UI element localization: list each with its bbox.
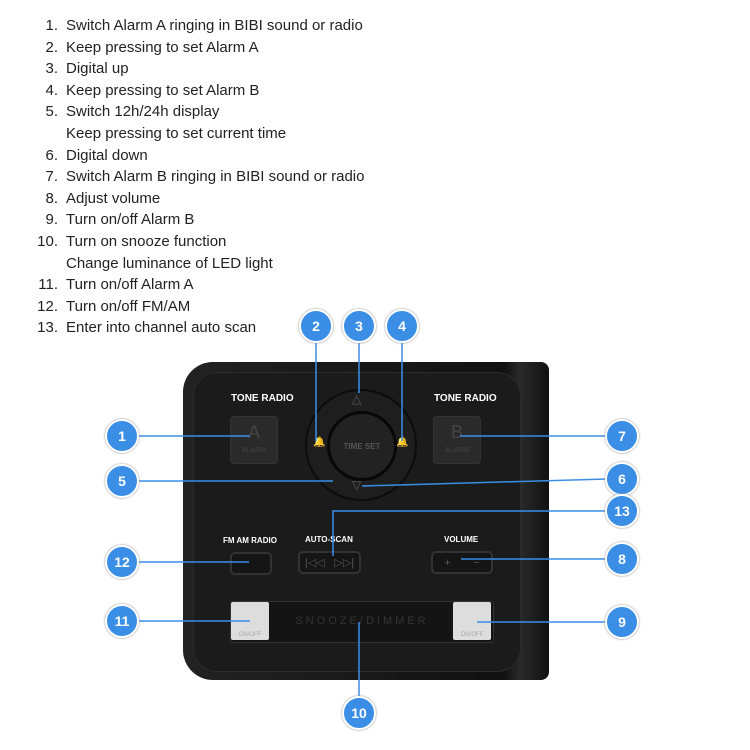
callout-10: 10	[342, 696, 376, 730]
item-number: 5.	[45, 103, 58, 121]
item-number: 4.	[45, 81, 58, 99]
volume-up[interactable]: +	[444, 556, 451, 569]
list-item: 5. Switch 12h/24h display	[30, 101, 364, 123]
item-text: Keep pressing to set Alarm B	[66, 81, 260, 99]
list-item-continuation: Keep pressing to set current time	[66, 124, 287, 142]
item-number: 10.	[37, 232, 58, 250]
tone-radio-b-label: TONE RADIO	[434, 393, 497, 404]
line-13	[332, 510, 607, 556]
alarm-b-label: ALARM	[444, 447, 470, 454]
line-6	[361, 478, 608, 487]
item-number: 3.	[45, 60, 58, 78]
alarm-b-onoff-label: ON/OFF	[460, 632, 484, 638]
item-text: Keep pressing to set Alarm A	[66, 38, 259, 56]
list-item-continuation: Change luminance of LED light	[66, 254, 273, 272]
item-number: 7.	[45, 168, 58, 186]
item-text: Turn on snooze function	[66, 232, 227, 250]
auto-scan-buttons[interactable]: |◁◁ ▷▷|	[298, 551, 361, 574]
callout-13: 13	[605, 494, 639, 528]
callout-11: 11	[105, 604, 139, 638]
next-icon[interactable]: ▷▷|	[334, 557, 355, 569]
alarm-b-button[interactable]: B ALARM	[433, 416, 481, 464]
time-set-button[interactable]: TIME SET	[327, 411, 397, 481]
snooze-bar[interactable]	[230, 601, 494, 643]
fm-am-button[interactable]	[230, 552, 272, 575]
item-text: Turn on/off FM/AM	[66, 297, 191, 315]
callout-6: 6	[605, 462, 639, 496]
snooze-dimmer-button[interactable]: SNOOZE/DIMMER	[295, 615, 429, 627]
callout-5: 5	[105, 464, 139, 498]
callout-1: 1	[105, 419, 139, 453]
alarm-a-letter: A	[247, 422, 260, 442]
volume-label: VOLUME	[444, 535, 479, 544]
list-item: 1. Switch Alarm A ringing in BIBI sound o…	[30, 15, 364, 37]
callout-8: 8	[605, 542, 639, 576]
list-item: 6. Digital down	[30, 145, 364, 167]
list-item: 10. Turn on snooze function	[30, 231, 364, 253]
callout-4: 4	[385, 309, 419, 343]
item-number: 8.	[45, 189, 58, 207]
list-item: 7. Switch Alarm B ringing in BIBI sound o…	[30, 166, 364, 188]
item-text: Digital up	[66, 60, 129, 78]
item-number: 9.	[45, 211, 58, 229]
list-item: 13. Enter into channel auto scan	[30, 317, 364, 339]
item-text: Switch Alarm A ringing in BIBI sound or …	[66, 17, 363, 34]
item-number: 13.	[37, 319, 58, 337]
alarm-b-letter: B	[450, 422, 463, 442]
alarm-a-set-bell-icon[interactable]: 🔔	[313, 437, 326, 448]
callout-7: 7	[605, 419, 639, 453]
alarm-a-onoff-label: ON/OFF	[238, 632, 262, 638]
up-arrow-icon[interactable]: △	[352, 392, 362, 406]
auto-scan-label: AUTO-SCAN	[305, 535, 353, 544]
item-text: Turn on/off Alarm B	[66, 211, 195, 229]
volume-buttons[interactable]: +−	[431, 551, 493, 574]
volume-down[interactable]: −	[473, 556, 480, 569]
alarm-a-button[interactable]: A ALARM	[230, 416, 278, 464]
list-item: 9. Turn on/off Alarm B	[30, 209, 364, 231]
item-text: Turn on/off Alarm A	[66, 276, 194, 294]
callout-12: 12	[105, 545, 139, 579]
list-item: 2. Keep pressing to set Alarm A	[30, 37, 364, 59]
tone-radio-a-label: TONE RADIO	[231, 393, 294, 404]
list-item: 4. Keep pressing to set Alarm B	[30, 80, 364, 102]
callout-2: 2	[299, 309, 333, 343]
callout-9: 9	[605, 605, 639, 639]
alarm-b-set-bell-icon[interactable]: 🔔	[396, 437, 409, 448]
item-text: Enter into channel auto scan	[66, 319, 257, 337]
list-item: 8. Adjust volume	[30, 188, 364, 210]
item-number: 1.	[45, 17, 58, 34]
list-item: 11. Turn on/off Alarm A	[30, 274, 364, 296]
fm-am-label: FM AM RADIO	[223, 536, 277, 545]
item-number: 6.	[45, 146, 58, 164]
item-number: 11.	[38, 276, 58, 294]
list-item: 12. Turn on/off FM/AM	[30, 296, 364, 318]
down-arrow-icon[interactable]: ▽	[352, 478, 362, 492]
item-text: Switch Alarm B ringing in BIBI sound or …	[66, 168, 365, 186]
instruction-list: 1. Switch Alarm A ringing in BIBI sound o…	[30, 15, 364, 339]
item-text: Digital down	[66, 146, 148, 164]
prev-icon[interactable]: |◁◁	[304, 557, 325, 569]
item-number: 2.	[45, 38, 58, 56]
alarm-a-label: ALARM	[241, 447, 267, 454]
item-text: Switch 12h/24h display	[66, 103, 220, 121]
item-number: 12.	[37, 297, 58, 315]
list-item: 3. Digital up	[30, 58, 364, 80]
alarm-b-onoff-button[interactable]: ON/OFF	[453, 602, 491, 640]
item-text: Adjust volume	[66, 189, 161, 207]
callout-3: 3	[342, 309, 376, 343]
